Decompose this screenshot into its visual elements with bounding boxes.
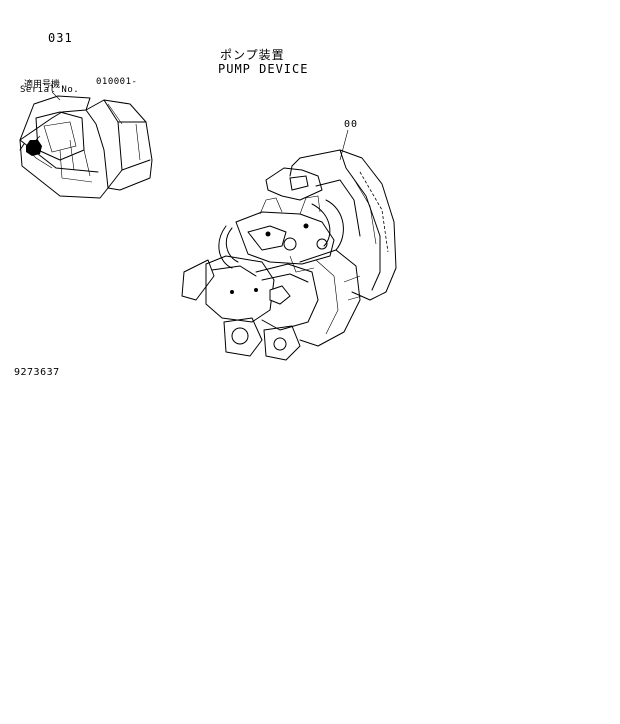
part-callout: 00 [344,119,359,130]
drawing-number: 9273637 [14,367,60,378]
serial-value: 010001- [96,77,138,87]
serial-label-en: Serial No. [20,85,80,95]
serial-label-jp: 適用号機 [24,80,61,90]
page-title-jp: ポンプ装置 [220,48,285,62]
page-title-en: PUMP DEVICE [218,62,309,76]
page-number: 031 [48,31,73,45]
